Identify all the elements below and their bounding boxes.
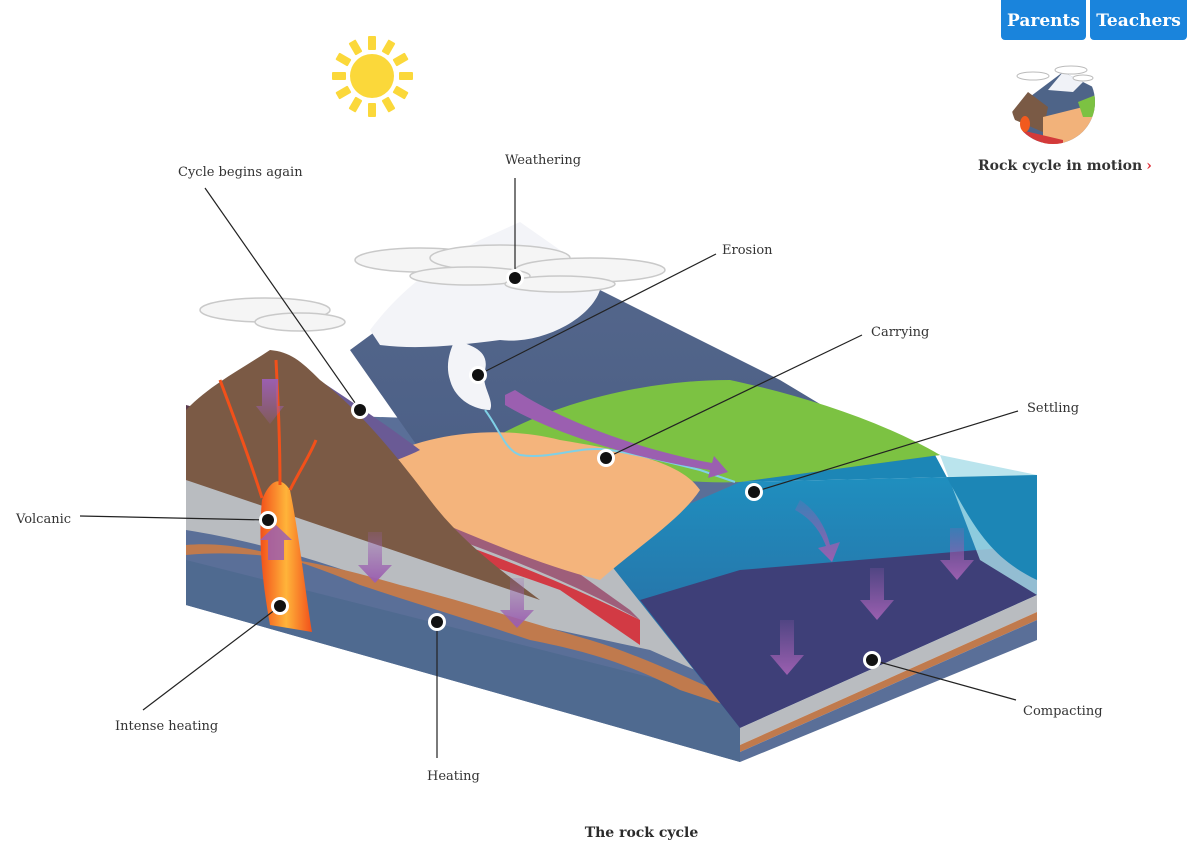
hotspot-carrying[interactable] [597,449,615,467]
label-intense-heating[interactable]: Intense heating [115,719,219,734]
parents-button[interactable]: Parents [1001,0,1086,40]
hotspot-intense-heating[interactable] [271,597,289,615]
label-erosion[interactable]: Erosion [722,243,773,258]
label-weathering[interactable]: Weathering [505,153,582,168]
teachers-button[interactable]: Teachers [1090,0,1187,40]
process-arrows [256,379,974,675]
label-settling[interactable]: Settling [1027,401,1080,416]
label-volcanic[interactable]: Volcanic [16,512,72,527]
rock-cycle-thumbnail[interactable] [1003,62,1103,144]
hotspot-volcanic[interactable] [259,511,277,529]
diagram-caption: The rock cycle [584,825,699,841]
label-cycle-begins-again[interactable]: Cycle begins again [178,165,303,180]
label-carrying[interactable]: Carrying [871,325,930,340]
label-heating[interactable]: Heating [427,769,480,784]
hotspot-weathering[interactable] [506,269,524,287]
chevron-right-icon: › [1146,158,1152,174]
hotspot-compacting[interactable] [863,651,881,669]
rock-cycle-in-motion-label: Rock cycle in motion [978,158,1143,174]
sun-icon [332,36,413,117]
cloud-icon [199,244,666,332]
hotspot-heating[interactable] [428,613,446,631]
hotspot-settling[interactable] [745,483,763,501]
hotspot-cycle-begins-again[interactable] [351,401,369,419]
label-compacting[interactable]: Compacting [1023,704,1103,719]
rock-cycle-in-motion-link[interactable]: Rock cycle in motion› [978,158,1152,174]
hotspot-erosion[interactable] [469,366,487,384]
